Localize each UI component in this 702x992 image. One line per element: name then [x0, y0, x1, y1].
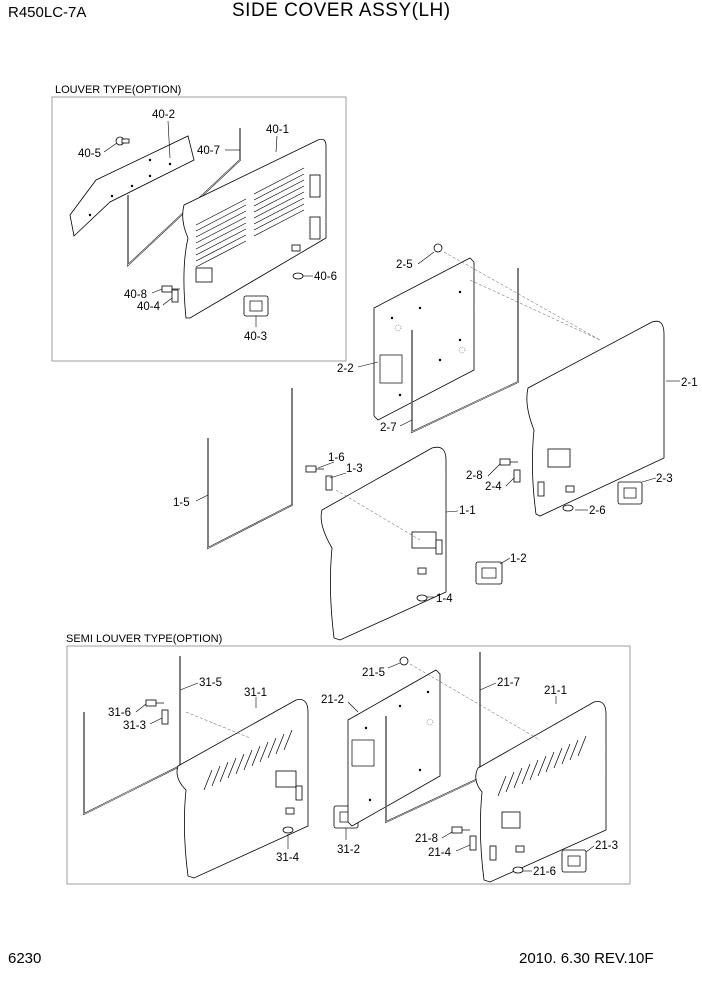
- callout-1-6: 1-6: [328, 452, 345, 464]
- part-40-1-louver-cover: [182, 138, 327, 319]
- callout-40-6: 40-6: [314, 271, 337, 283]
- part-21-8-bolt: [451, 826, 470, 834]
- part-2-7-seal: [411, 268, 519, 434]
- part-1-2-latch: [475, 561, 503, 585]
- part-21-1-cover: [475, 701, 607, 883]
- callout-40-7: 40-7: [197, 145, 220, 157]
- callout-21-6: 21-6: [533, 866, 556, 878]
- callout-40-1: 40-1: [266, 124, 289, 136]
- part-31-2-hinge: [295, 785, 303, 801]
- callout-21-8: 21-8: [415, 833, 438, 845]
- callout-21-4: 21-4: [428, 847, 452, 859]
- page-number: 6230: [8, 950, 42, 967]
- callout-1-2: 1-2: [510, 553, 527, 565]
- callout-40-4: 40-4: [137, 301, 161, 313]
- part-21-3-latch: [561, 849, 587, 873]
- part-31-6-bolt: [145, 699, 164, 707]
- part-2-3-latch: [617, 481, 643, 505]
- revision-date: 2010. 6.30 REV.10F: [519, 950, 654, 967]
- part-40-5-pin: [115, 136, 130, 146]
- part-21-5-pin: [399, 656, 409, 666]
- callout-31-5: 31-5: [199, 677, 222, 689]
- callout-21-2: 21-2: [321, 694, 344, 706]
- part-1-5-seal: [207, 388, 293, 550]
- part-2-6-bumper: [562, 504, 574, 512]
- part-2-4-hinge: [537, 481, 545, 497]
- part-21-4-hinge: [489, 845, 497, 861]
- part-2-4-bracket: [513, 469, 521, 483]
- model-code: R450LC-7A: [8, 4, 87, 21]
- semi-louver-slots-31-1: [203, 729, 293, 791]
- callout-21-7: 21-7: [497, 677, 520, 689]
- part-2-8-bolt: [499, 458, 518, 466]
- part-2-1-cover: [526, 320, 665, 517]
- callout-2-7: 2-7: [380, 422, 397, 434]
- standard-cover-group-1: 1-6 1-3 1-5 1-1 1-2 1-4: [173, 388, 527, 641]
- callout-2-1: 2-1: [681, 377, 698, 389]
- callout-2-6: 2-6: [589, 505, 606, 517]
- callout-40-3: 40-3: [244, 331, 267, 343]
- callout-40-8: 40-8: [124, 289, 147, 301]
- part-31-1-cover: [176, 699, 309, 879]
- standard-cover-group-2: 2-5 2-2 2-7 2-1 2-3 2-6 2-8 2-4: [337, 243, 698, 517]
- callout-40-5: 40-5: [78, 148, 101, 160]
- callout-31-3: 31-3: [123, 720, 146, 732]
- callout-31-1: 31-1: [244, 687, 267, 699]
- semi-louver-type-section: SEMI LOUVER TYPE(OPTION): [66, 633, 631, 885]
- part-2-5-pin: [433, 243, 443, 253]
- louver-section-label: LOUVER TYPE(OPTION): [55, 84, 181, 96]
- callout-31-4: 31-4: [276, 852, 300, 864]
- part-31-4-bumper: [282, 826, 294, 834]
- callout-31-6: 31-6: [108, 707, 131, 719]
- semi-louver-section-frame: [66, 645, 631, 885]
- callout-21-3: 21-3: [595, 840, 618, 852]
- louver-type-section: LOUVER TYPE(OPTION): [51, 84, 347, 362]
- part-40-2-plate: [69, 135, 195, 237]
- part-1-2-hinge: [435, 539, 443, 555]
- page-title: SIDE COVER ASSY(LH): [232, 0, 451, 21]
- part-31-3-bracket: [161, 709, 169, 725]
- part-1-4-bumper: [416, 594, 428, 602]
- part-21-2-plate: [347, 669, 441, 827]
- callout-40-2: 40-2: [152, 109, 175, 121]
- callout-2-4: 2-4: [485, 481, 502, 493]
- callout-2-5: 2-5: [396, 259, 413, 271]
- part-40-3-latch: [243, 295, 269, 317]
- part-21-4-bracket: [469, 835, 477, 851]
- part-2-2-plate: [373, 257, 475, 421]
- semi-louver-section-label: SEMI LOUVER TYPE(OPTION): [66, 633, 222, 645]
- callout-2-3: 2-3: [656, 473, 673, 485]
- callout-21-5: 21-5: [362, 667, 385, 679]
- callout-2-2: 2-2: [337, 363, 354, 375]
- callout-1-4: 1-4: [436, 593, 453, 605]
- louver-section-frame: [51, 96, 347, 362]
- part-21-6-bumper: [512, 866, 524, 874]
- callout-2-8: 2-8: [466, 470, 483, 482]
- part-1-1-cover: [320, 446, 447, 641]
- callout-21-1: 21-1: [544, 685, 567, 697]
- part-21-7-seal: [385, 652, 481, 824]
- part-31-5-seal: [83, 656, 181, 816]
- part-1-6-bolt: [305, 465, 324, 473]
- callout-1-3: 1-3: [346, 463, 363, 475]
- part-1-3-bracket: [325, 475, 333, 491]
- callout-1-5: 1-5: [173, 497, 190, 509]
- part-40-6-bumper: [292, 272, 304, 280]
- callout-31-2: 31-2: [337, 844, 360, 856]
- semi-louver-slots-21-1: [497, 735, 587, 797]
- part-40-4-bracket: [171, 289, 179, 303]
- callout-1-1: 1-1: [459, 505, 476, 517]
